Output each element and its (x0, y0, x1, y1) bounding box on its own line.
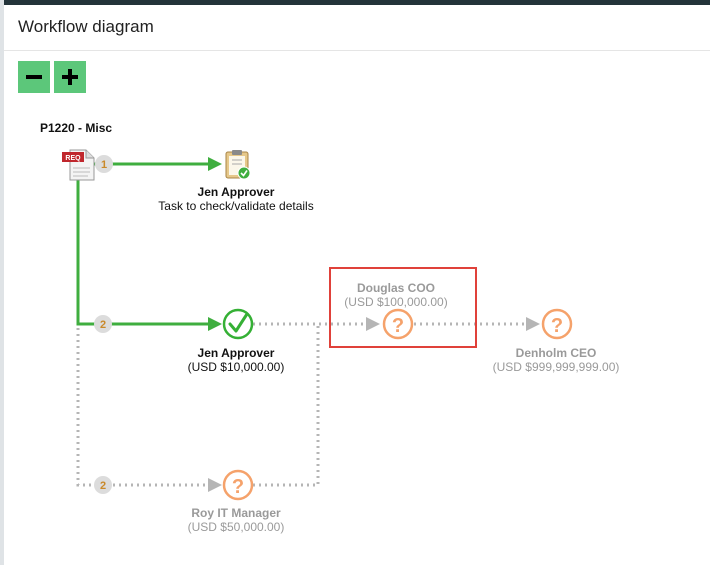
roy-pending-question-icon[interactable]: ? (222, 469, 254, 501)
node-denholm-detail: (USD $999,999,999.00) (492, 360, 620, 374)
request-document-icon[interactable]: REQ (62, 149, 95, 181)
node-roy-name: Roy IT Manager (191, 506, 281, 520)
node-task-name: Jen Approver (197, 185, 275, 199)
denholm-pending-question-icon[interactable]: ? (541, 308, 573, 340)
zoom-in-button[interactable] (54, 61, 86, 93)
svg-text:?: ? (551, 315, 563, 337)
background-strip (0, 0, 4, 565)
node-douglas-label: Douglas COO (USD $100,000.00) (344, 281, 447, 309)
approved-check-icon[interactable] (222, 308, 254, 340)
node-roy-detail: (USD $50,000.00) (187, 520, 285, 534)
highlight-box (329, 267, 477, 348)
node-denholm-name: Denholm CEO (515, 346, 597, 360)
svg-text:?: ? (392, 315, 404, 337)
workflow-dialog: Workflow diagram (4, 5, 710, 565)
svg-text:?: ? (232, 476, 244, 498)
step-badge-1: 1 (95, 155, 113, 173)
task-clipboard-icon[interactable] (225, 150, 251, 180)
request-title: P1220 - Misc (40, 121, 113, 135)
connector-to-jen (76, 178, 222, 331)
dialog-title: Workflow diagram (18, 17, 154, 36)
background-topbar (0, 0, 710, 5)
svg-text:1: 1 (101, 159, 107, 171)
request-icon-text: REQ (65, 155, 81, 162)
node-task-detail: Task to check/validate details (158, 199, 314, 213)
plus-icon (62, 69, 78, 85)
step-badge-3: 2 (94, 476, 112, 494)
svg-text:2: 2 (100, 319, 106, 331)
douglas-pending-question-icon[interactable]: ? (382, 308, 414, 340)
node-roy-label: Roy IT Manager (USD $50,000.00) (188, 506, 285, 534)
node-douglas-name: Douglas COO (356, 281, 435, 295)
step-badge-2: 2 (94, 315, 112, 333)
svg-text:2: 2 (100, 480, 106, 492)
zoom-out-button[interactable] (18, 61, 50, 93)
node-denholm-label: Denholm CEO (USD $999,999,999.00) (493, 346, 620, 374)
node-task-label: Jen Approver Task to check/validate deta… (158, 185, 313, 213)
node-jen-label: Jen Approver (USD $10,000.00) (188, 346, 285, 374)
dialog-header: Workflow diagram (4, 5, 710, 51)
node-jen-name: Jen Approver (197, 346, 275, 360)
node-jen-detail: (USD $10,000.00) (187, 360, 285, 374)
minus-icon (26, 75, 42, 79)
node-douglas-detail: (USD $100,000.00) (344, 295, 448, 309)
